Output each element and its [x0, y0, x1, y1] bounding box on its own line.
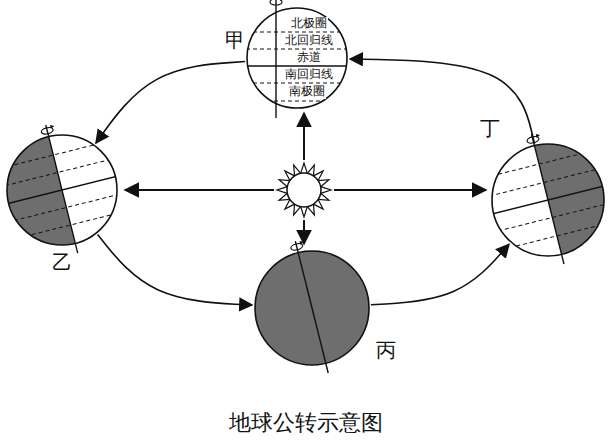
latitude-label: 南极圈 [288, 85, 326, 98]
position-label: 丁 [479, 117, 501, 139]
orbit-arrow [371, 244, 509, 305]
orbit-arrow [98, 235, 252, 306]
latitude-line [197, 65, 397, 67]
sun-ray [301, 207, 308, 217]
orbit-arrow [96, 62, 245, 143]
latitude-line [0, 163, 169, 216]
latitude-line [448, 209, 611, 263]
earth-axis [46, 125, 78, 253]
earth-globe: 丙 [255, 251, 369, 365]
earth-globe: 丁 [492, 144, 604, 256]
latitude-line [0, 198, 177, 251]
earth-axis [275, 0, 276, 118]
globe-outline [7, 135, 117, 245]
orbit-arrow [350, 59, 535, 144]
sun-symbol [277, 163, 331, 217]
sun-ray [321, 187, 331, 194]
night-side [0, 83, 89, 323]
earth-axis [295, 241, 328, 373]
latitude-line [197, 101, 397, 102]
latitude-line [444, 190, 611, 244]
figure-caption: 地球公转示意图 [0, 408, 611, 438]
latitude-line [0, 146, 164, 199]
latitude-label: 南回归线 [284, 68, 334, 81]
globe-outline [492, 144, 604, 256]
latitude-line [435, 155, 611, 209]
position-label: 乙 [51, 251, 73, 273]
sun-ray-arrow [334, 189, 486, 191]
night-side [521, 64, 611, 308]
latitude-line [439, 173, 611, 227]
position-label: 丙 [375, 339, 397, 361]
sun-disc [287, 173, 321, 207]
earth-globe: 乙 [7, 135, 117, 245]
latitude-label: 北回归线 [284, 34, 334, 47]
latitude-label: 北极圈 [290, 17, 328, 30]
sun-ray-arrow [303, 220, 305, 244]
sun-ray-arrow [303, 113, 305, 160]
latitude-line [0, 181, 173, 234]
sun-ray [277, 187, 287, 194]
latitude-line [0, 128, 160, 181]
earth-globe: 甲北极圈北回归线赤道南回归线南极圈 [247, 8, 347, 108]
position-label: 甲 [224, 29, 246, 51]
latitude-line [430, 137, 611, 191]
sun-ray [301, 163, 308, 173]
globe-outline [255, 251, 369, 365]
latitude-line [197, 83, 397, 84]
sun-ray-arrow [125, 189, 274, 191]
latitude-label: 赤道 [296, 51, 322, 64]
earth-axis [532, 134, 564, 264]
